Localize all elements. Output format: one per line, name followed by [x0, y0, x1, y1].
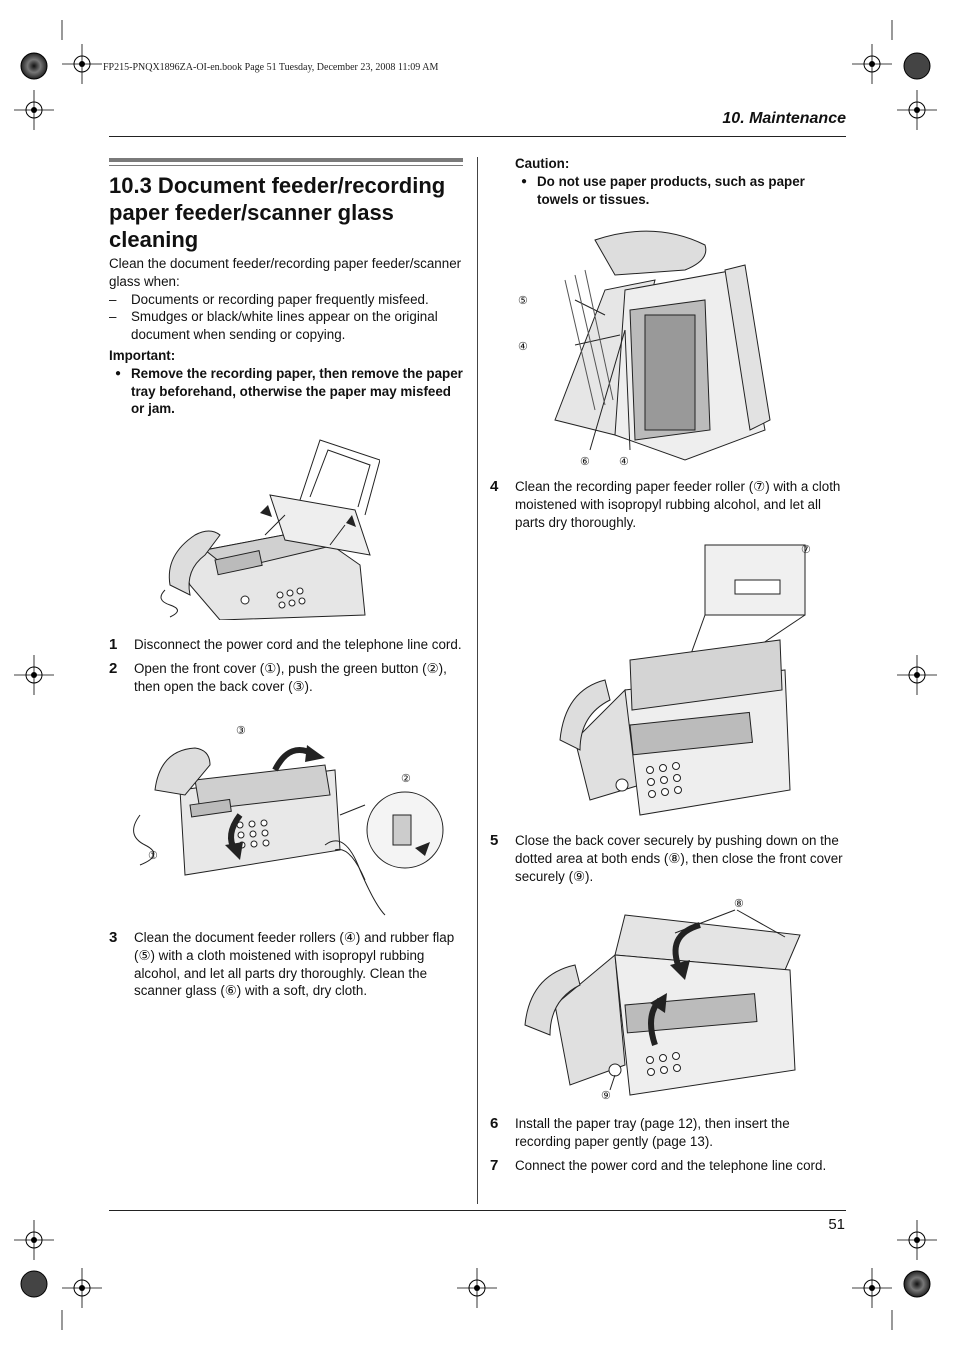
illustration-feeder-rollers: [554, 230, 771, 461]
step-number: 2: [109, 659, 118, 677]
step-number: 7: [490, 1156, 499, 1174]
step-number: 5: [490, 832, 499, 849]
caution-block: Caution: ●Do not use paper products, suc…: [515, 155, 846, 208]
steps-group-4: 5 Close the back cover securely by pushi…: [490, 832, 846, 885]
steps-group-5: 6 Install the paper tray (page 12), then…: [490, 1115, 848, 1174]
callout-4a: ④: [518, 341, 528, 353]
caution-text: Do not use paper products, such as paper…: [537, 173, 805, 207]
caution-label: Caution:: [515, 156, 570, 171]
illustration-open-covers: [133, 745, 444, 916]
step-text: Open the front cover (①), push the green…: [134, 660, 447, 694]
callout-3: ③: [236, 725, 246, 737]
condition-item: –Documents or recording paper frequently…: [109, 291, 429, 307]
file-info: FP215-PNQX1896ZA-OI-en.book Page 51 Tues…: [103, 62, 439, 73]
illustration-recording-roller: [559, 544, 806, 816]
header-rule: [109, 136, 846, 137]
section-title: 10.3 Document feeder/recording paper fee…: [109, 173, 446, 252]
condition-text: Documents or recording paper frequently …: [131, 291, 429, 307]
important-item: ●Remove the recording paper, then remove…: [115, 365, 463, 417]
step-7: 7 Connect the power cord and the telepho…: [490, 1157, 848, 1175]
illustration-remove-paper-tray: [160, 439, 380, 620]
callout-6: ⑥: [580, 456, 590, 468]
step-text: Install the paper tray (page 12), then i…: [515, 1116, 790, 1149]
callout-1: ①: [148, 850, 158, 862]
step-3: 3 Clean the document feeder rollers (④) …: [109, 929, 464, 1000]
column-divider: [477, 157, 478, 1204]
callout-9: ⑨: [601, 1090, 611, 1102]
step-number: 6: [490, 1115, 499, 1132]
section-bar-thin: [109, 165, 463, 166]
step-2: 2 Open the front cover (①), push the gre…: [109, 660, 464, 696]
intro-block: Clean the document feeder/recording pape…: [109, 255, 464, 418]
footer-rule: [109, 1210, 846, 1211]
callout-4b: ④: [619, 456, 629, 468]
step-text: Connect the power cord and the telephone…: [515, 1157, 827, 1173]
condition-item: –Smudges or black/white lines appear on …: [109, 308, 464, 344]
step-number: 1: [109, 636, 118, 653]
chapter-heading: 10. Maintenance: [722, 110, 846, 127]
step-text: Clean the document feeder rollers (④) an…: [134, 930, 455, 999]
step-5: 5 Close the back cover securely by pushi…: [490, 832, 846, 885]
step-1: 1 Disconnect the power cord and the tele…: [109, 636, 464, 654]
step-4: 4 Clean the recording paper feeder rolle…: [490, 478, 846, 531]
illustration-close-covers: [524, 909, 801, 1096]
caution-item: ●Do not use paper products, such as pape…: [515, 173, 846, 209]
important-label: Important:: [109, 347, 176, 363]
steps-group-2: 3 Clean the document feeder rollers (④) …: [109, 929, 464, 1000]
callout-5: ⑤: [518, 295, 528, 307]
callout-8: ⑧: [734, 898, 744, 910]
section-bar: [109, 158, 463, 162]
intro-text: Clean the document feeder/recording pape…: [109, 256, 462, 289]
step-6: 6 Install the paper tray (page 12), then…: [490, 1115, 848, 1151]
step-text: Disconnect the power cord and the teleph…: [134, 637, 462, 652]
step-number: 4: [490, 478, 499, 495]
steps-group-1: 1 Disconnect the power cord and the tele…: [109, 636, 464, 695]
important-text: Remove the recording paper, then remove …: [131, 365, 463, 417]
steps-group-3: 4 Clean the recording paper feeder rolle…: [490, 478, 846, 531]
step-text: Close the back cover securely by pushing…: [515, 833, 843, 884]
step-number: 3: [109, 929, 118, 946]
step-text: Clean the recording paper feeder roller …: [515, 479, 841, 530]
callout-7: ⑦: [801, 544, 811, 556]
condition-text: Smudges or black/white lines appear on t…: [131, 309, 438, 343]
callout-2: ②: [401, 773, 411, 785]
page-number: 51: [828, 1216, 845, 1233]
